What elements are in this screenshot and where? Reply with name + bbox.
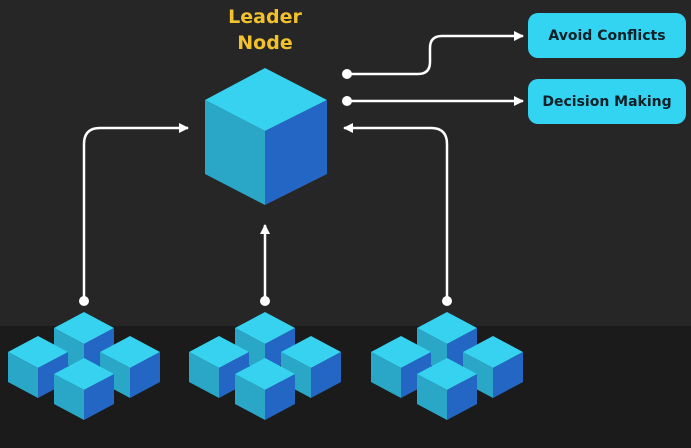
arrow-left-group-to-leader	[79, 123, 189, 306]
decision-making-label: Decision Making	[542, 93, 672, 110]
arrow-to-decision-making	[342, 96, 524, 106]
follower-group-1-cube-3	[100, 336, 160, 398]
follower-group-2-cube-3	[281, 336, 341, 398]
leader-node-cube	[205, 68, 327, 205]
leader-title-line1: Leader	[228, 6, 302, 28]
follower-group-3-cube-2	[371, 336, 431, 398]
leader-cube-right	[265, 100, 327, 205]
follower-clusters	[8, 312, 523, 420]
decision-making-box: Decision Making	[528, 79, 686, 124]
arrow-middle-group-to-leader	[260, 224, 270, 306]
follower-group-1-cube-2	[8, 336, 68, 398]
avoid-conflicts-box: Avoid Conflicts	[528, 13, 686, 58]
leader-title-line2: Node	[237, 32, 293, 54]
follower-group-3-cube-3	[463, 336, 523, 398]
follower-group-1-cube-4	[54, 358, 114, 420]
follower-group-3-cube-4	[417, 358, 477, 420]
follower-group-2-cube-2	[189, 336, 249, 398]
leader-node-title: Leader Node	[210, 4, 320, 56]
leader-cube-left	[205, 100, 265, 205]
follower-group-2-cube-4	[235, 358, 295, 420]
arrow-to-avoid-conflicts	[342, 31, 524, 79]
arrow-right-group-to-leader	[343, 123, 452, 306]
avoid-conflicts-label: Avoid Conflicts	[548, 27, 666, 44]
